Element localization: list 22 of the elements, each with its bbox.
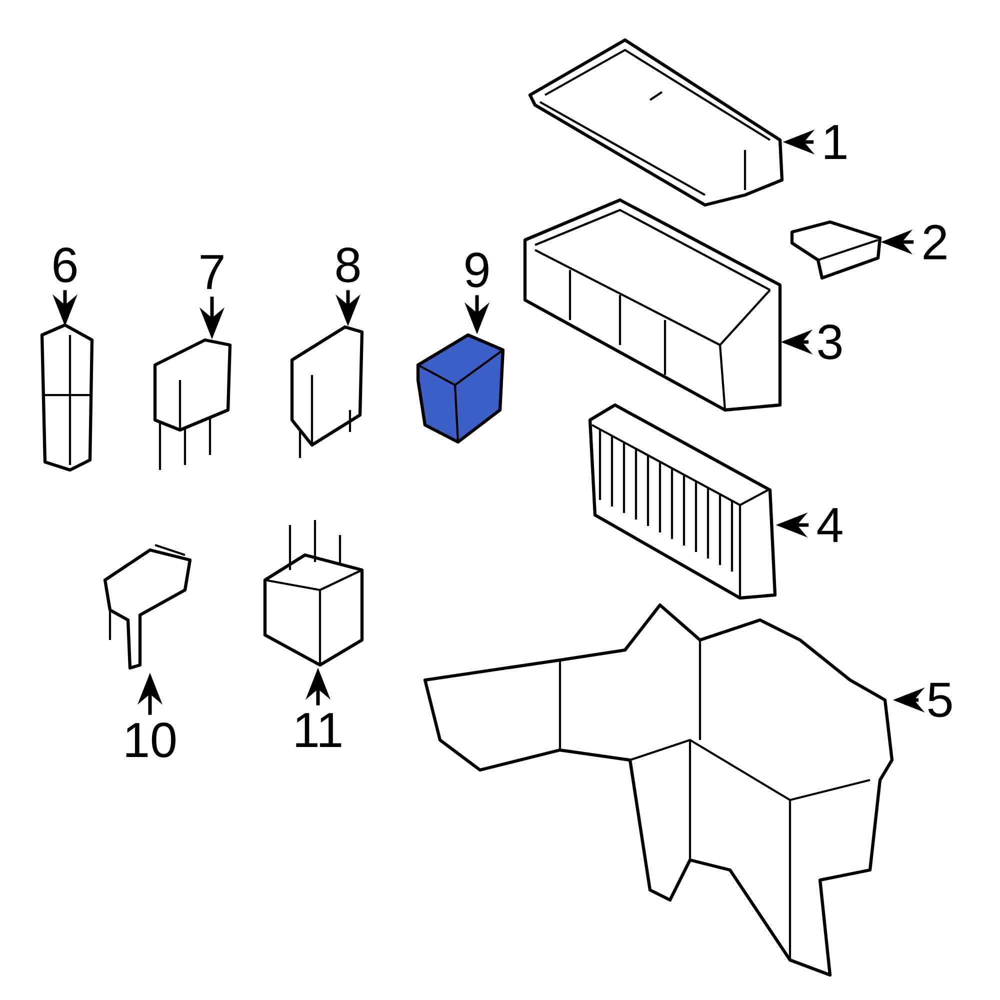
- callout-number: 1: [825, 125, 846, 159]
- callout-number: 6: [54, 248, 77, 282]
- part-drawing: [423, 603, 894, 977]
- callout-number: 3: [818, 324, 842, 360]
- callout-number: 4: [817, 508, 842, 542]
- callout-number: 8: [336, 248, 360, 282]
- callout-number: 10: [126, 722, 176, 758]
- part-drawing: [528, 38, 784, 207]
- callout-number: 9: [466, 252, 488, 288]
- part-drawing: [103, 544, 192, 670]
- part-drawing: [40, 323, 94, 472]
- part-drawing: [416, 333, 505, 444]
- part-drawing: [290, 325, 364, 458]
- part-drawing: [790, 220, 882, 280]
- part-drawing: [153, 338, 232, 470]
- part-drawing: [523, 198, 782, 412]
- callout-number: 2: [924, 224, 946, 260]
- callout-number: 11: [296, 713, 342, 747]
- part-drawing: [263, 520, 364, 667]
- callout-number: 5: [928, 682, 952, 718]
- callout-number: 7: [200, 255, 224, 289]
- part-drawing: [588, 403, 777, 600]
